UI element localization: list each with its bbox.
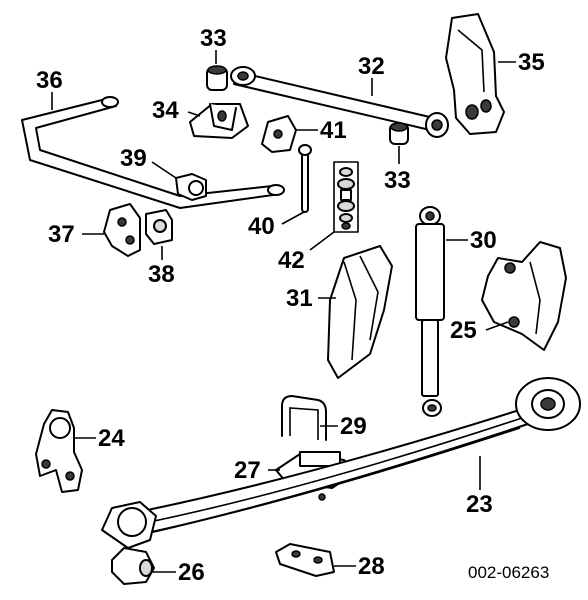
callout-41: 41 (320, 117, 347, 144)
callout-42: 42 (278, 247, 305, 274)
part-35-frame-bracket (445, 13, 505, 135)
part-36-stabilizer-bar (21, 96, 285, 209)
callout-40: 40 (248, 213, 275, 240)
part-38-bar-bushing (145, 209, 173, 245)
part-33-bushing-top (206, 65, 228, 91)
callout-39: 39 (120, 145, 147, 172)
callout-33-lower: 33 (384, 167, 411, 194)
part-25-shackle-bracket (481, 241, 567, 351)
callout-37: 37 (48, 221, 75, 248)
part-24-spring-shackle (35, 409, 83, 493)
part-23-leaf-spring (101, 377, 581, 549)
part-33-bushing-lower (389, 122, 409, 145)
part-41-link-bracket (261, 115, 297, 153)
part-42-hardware-kit (333, 161, 359, 233)
callout-26: 26 (178, 559, 205, 586)
callout-29: 29 (340, 413, 367, 440)
leader-lines (51, 50, 516, 573)
callout-35: 35 (518, 49, 545, 76)
callout-34: 34 (152, 97, 179, 124)
callout-25: 25 (450, 317, 477, 344)
part-37-mount-bracket (103, 203, 141, 257)
callout-23: 23 (466, 491, 493, 518)
drawing-code: 002-06263 (468, 563, 549, 582)
callout-38: 38 (148, 261, 175, 288)
callout-30: 30 (470, 227, 497, 254)
part-40-link-rod (298, 144, 312, 213)
callout-28: 28 (358, 553, 385, 580)
callout-27: 27 (234, 457, 261, 484)
callout-32: 32 (358, 53, 385, 80)
callout-labels: 33 32 35 36 34 41 33 39 37 40 30 38 42 3… (36, 25, 549, 586)
part-31-spring-shield (327, 245, 393, 379)
part-28-spacer-plate (275, 543, 335, 577)
part-32-track-bar (230, 66, 449, 138)
part-34-clamp-bracket (189, 103, 249, 139)
callout-36: 36 (36, 67, 63, 94)
part-26-spring-bushing (111, 547, 155, 585)
part-39-bar-clamp (175, 173, 207, 201)
callout-24: 24 (98, 425, 125, 452)
callout-33-top: 33 (200, 25, 227, 52)
part-29-u-bolt (281, 395, 327, 441)
part-30-shock-absorber (415, 206, 445, 417)
callout-31: 31 (286, 285, 313, 312)
